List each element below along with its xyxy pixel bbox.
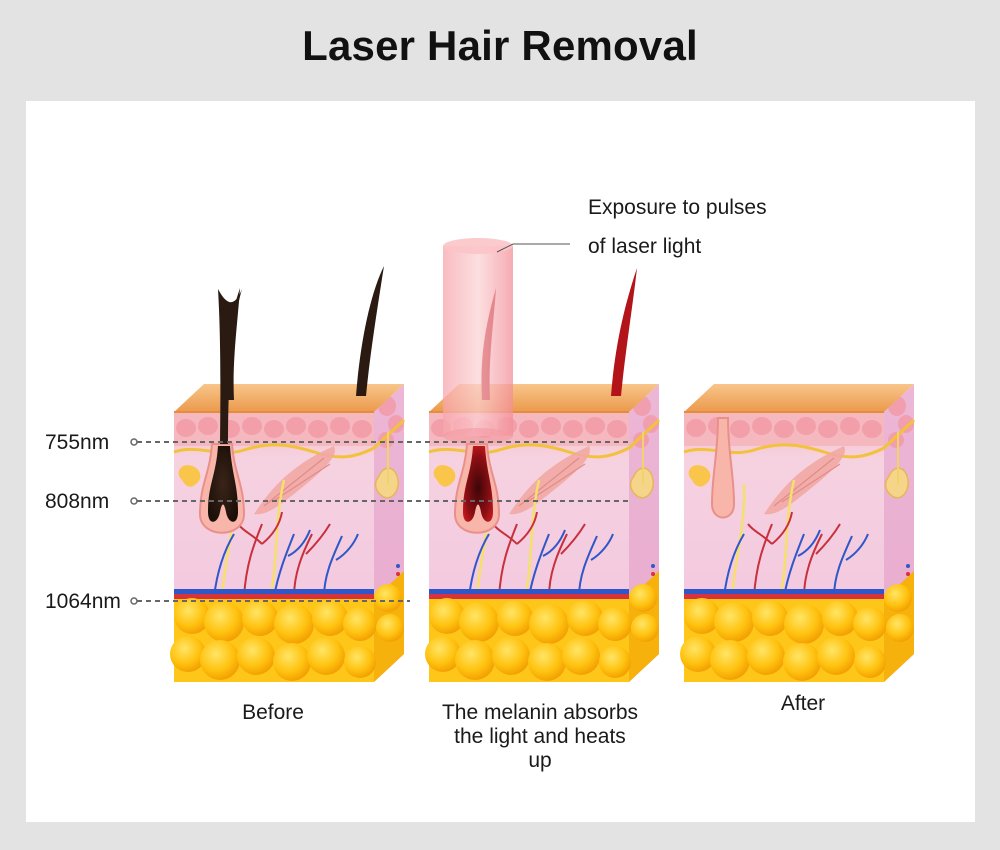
laser-beam [443, 238, 513, 444]
wavelength-755-marker [130, 438, 138, 446]
laser-annotation-line-2: of laser light [588, 235, 702, 258]
page-title: Laser Hair Removal [302, 22, 698, 69]
wavelength-1064-marker [130, 597, 138, 605]
caption-melanin-line-1: The melanin absorbs [441, 701, 639, 724]
caption-after: After [780, 692, 826, 715]
laser-annotation-line-1: Exposure to pulses [588, 196, 767, 219]
caption-melanin-line-3: up [528, 749, 552, 772]
wavelength-1064-label: 1064nm [45, 590, 121, 613]
caption-before: Before [242, 701, 304, 724]
caption-melanin-line-2: the light and heats [454, 725, 626, 748]
wavelength-guides [137, 441, 630, 602]
wavelength-808-label: 808nm [45, 490, 110, 513]
wavelength-808-marker [130, 497, 138, 505]
laser-annotation: Exposure to pulses of laser light [588, 188, 767, 266]
caption-melanin: The melanin absorbs the light and heats … [420, 701, 660, 773]
annotation-leader-line [496, 243, 570, 253]
wavelength-755-label: 755nm [45, 431, 110, 454]
